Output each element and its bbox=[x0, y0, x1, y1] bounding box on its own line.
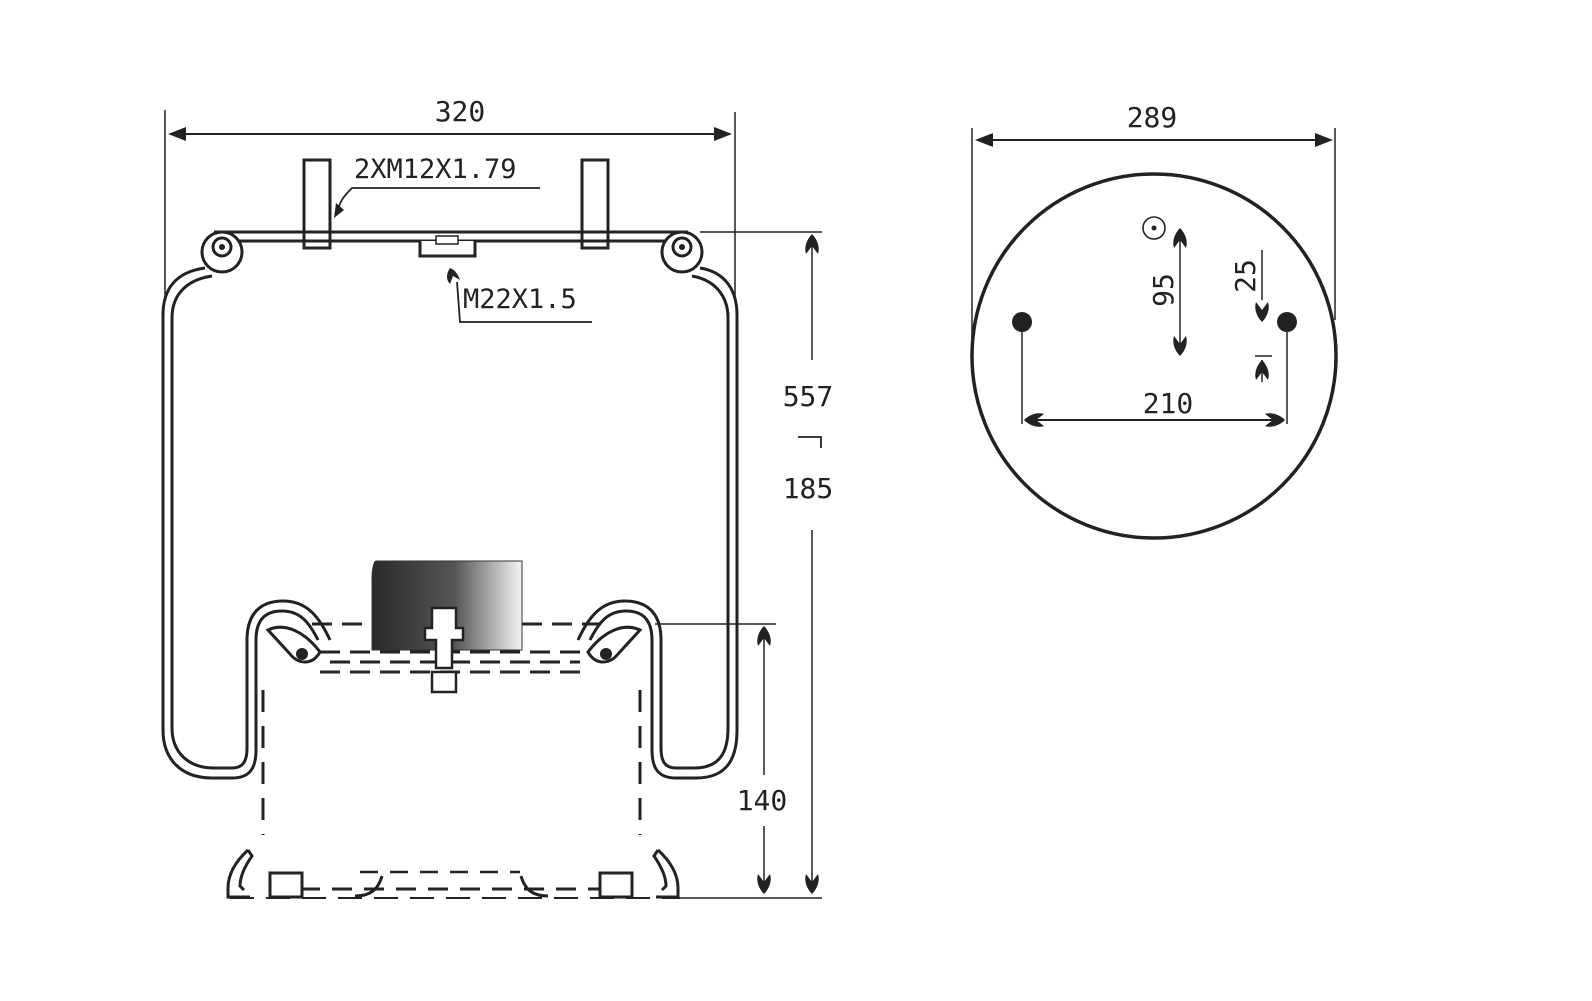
thread-top-label: 2XM12X1.79 bbox=[354, 154, 517, 185]
air-port-center bbox=[1151, 225, 1157, 231]
width-dimension: 320 bbox=[164, 95, 736, 300]
piston-curl-right bbox=[586, 625, 643, 664]
thread-leader-arrow bbox=[334, 203, 344, 218]
diameter-label: 289 bbox=[1127, 101, 1178, 134]
piston-arrow-top bbox=[757, 626, 771, 646]
thread-top-callout: 2XM12X1.79 bbox=[334, 154, 540, 218]
top-view: 289 210 95 bbox=[970, 101, 1338, 540]
bumper bbox=[371, 560, 523, 651]
air-port-callout: M22X1.5 bbox=[447, 268, 592, 323]
bellow-outer bbox=[161, 266, 739, 780]
bolt-hole-left bbox=[1012, 312, 1032, 332]
port-offset-label: 95 bbox=[1147, 273, 1180, 307]
piston bbox=[226, 622, 680, 899]
port-offset-dimension: 95 bbox=[1147, 228, 1187, 356]
diameter-arrow-right bbox=[1315, 133, 1333, 147]
arrow-right bbox=[714, 127, 732, 141]
diameter-arrow-left bbox=[975, 133, 993, 147]
piston-height-label: 140 bbox=[737, 784, 788, 817]
bolt-spacing-dimension: 210 bbox=[1021, 332, 1288, 427]
piston-height-dimension: 140 bbox=[655, 623, 788, 894]
diameter-dimension: 289 bbox=[971, 101, 1336, 340]
height-arrow-top bbox=[805, 234, 819, 254]
bead-curl-left bbox=[200, 230, 244, 274]
air-port-hole bbox=[435, 235, 459, 245]
bead-curl-right bbox=[660, 230, 704, 274]
arrow-left bbox=[168, 127, 186, 141]
min-height-label: 185 bbox=[783, 472, 834, 505]
bolt-hole-right bbox=[1277, 312, 1297, 332]
height-arrow-bottom bbox=[805, 874, 819, 894]
stud-right bbox=[580, 158, 610, 250]
air-port-leader-arrow bbox=[447, 268, 460, 284]
stud-left bbox=[302, 158, 332, 250]
bellow-inner bbox=[170, 274, 730, 770]
side-view: 320 bbox=[161, 95, 834, 899]
air-port-label: M22X1.5 bbox=[463, 284, 577, 315]
max-height-label: 557 bbox=[783, 380, 834, 413]
center-bolt bbox=[423, 606, 465, 694]
bolt-offset-dimension: 25 bbox=[1229, 250, 1272, 382]
height-dimension: 557 185 bbox=[680, 231, 834, 899]
width-label: 320 bbox=[435, 95, 486, 128]
bolt-spacing-label: 210 bbox=[1143, 387, 1194, 420]
bolt-offset-label: 25 bbox=[1229, 259, 1262, 293]
air-port-fitting bbox=[418, 241, 477, 258]
height-break-mark bbox=[798, 436, 822, 448]
piston-arrow-bottom bbox=[757, 874, 771, 894]
top-plate-outline bbox=[970, 172, 1338, 540]
air-port-leader bbox=[456, 281, 592, 323]
thread-leader bbox=[337, 187, 540, 211]
